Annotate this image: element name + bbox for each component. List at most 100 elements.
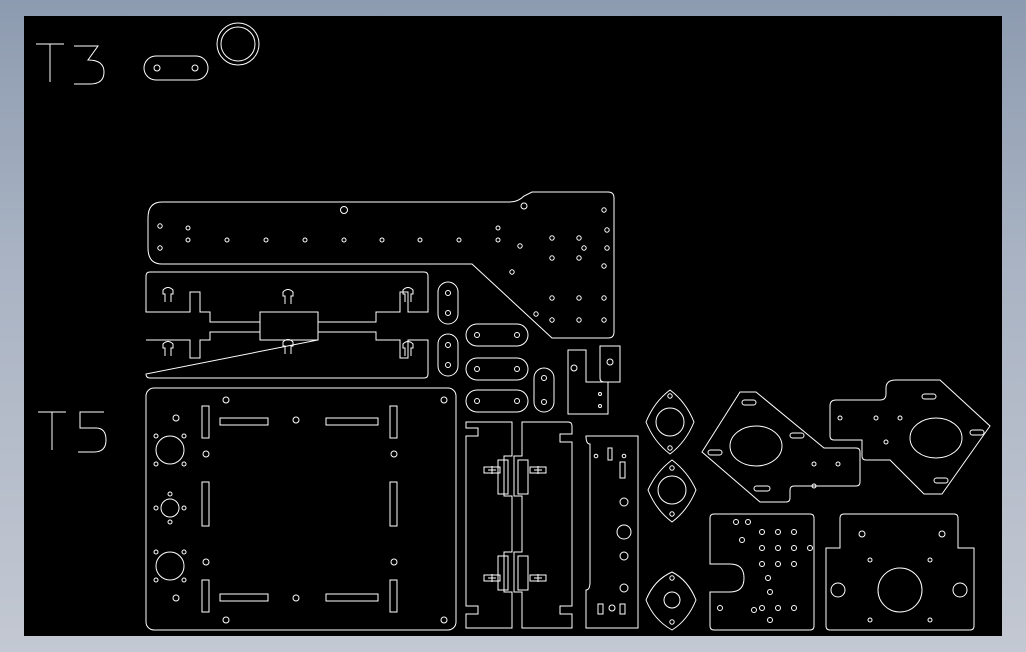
perf-hole xyxy=(791,529,797,535)
base-hole xyxy=(440,616,448,624)
arm-hole xyxy=(576,235,582,241)
base-hole xyxy=(153,549,159,555)
key-slot xyxy=(402,341,414,356)
arm-hole xyxy=(576,255,582,261)
base-hole xyxy=(222,396,230,404)
arm-hole xyxy=(533,311,539,317)
perf-hole xyxy=(767,617,773,623)
perf-hole xyxy=(791,561,797,567)
base-hole xyxy=(390,558,398,566)
arm-hole xyxy=(601,263,607,269)
base-hole xyxy=(390,450,398,458)
base-hole xyxy=(181,577,187,583)
perf-hole xyxy=(745,519,751,525)
base-hole xyxy=(181,549,187,555)
arm-hole xyxy=(379,237,385,243)
perf-hole xyxy=(775,561,781,567)
key-slot xyxy=(282,289,294,304)
small-link-horizontal-3 xyxy=(465,389,529,413)
arm-hole xyxy=(417,237,423,243)
t3-washer-part xyxy=(216,22,260,66)
base-hole xyxy=(181,433,187,439)
cad-drawing-viewport[interactable]: T3 T5 xyxy=(24,16,1002,636)
small-link-vertical-2 xyxy=(437,333,459,377)
base-hole xyxy=(202,450,210,458)
perf-hole xyxy=(775,545,781,551)
slotted-bar-plate-lower xyxy=(145,331,429,379)
frame-pin-slot xyxy=(529,574,547,582)
base-hole xyxy=(181,505,187,511)
base-hole xyxy=(153,433,159,439)
arm-hole xyxy=(581,245,587,251)
arm-hole xyxy=(549,255,555,261)
arm-hole xyxy=(302,237,308,243)
base-hole xyxy=(292,594,300,602)
perf-hole xyxy=(717,605,723,611)
perf-hole xyxy=(759,545,765,551)
key-slot xyxy=(162,287,174,302)
frame-pin-slot xyxy=(483,574,501,582)
flange-diamond-1 xyxy=(645,389,695,455)
base-plate xyxy=(145,387,457,631)
arm-hole xyxy=(549,295,555,301)
small-link-vertical-3 xyxy=(533,367,555,413)
vertical-frame-middle xyxy=(513,421,573,629)
key-slot xyxy=(402,287,414,302)
frame-pins xyxy=(483,466,547,582)
base-hole xyxy=(292,416,300,424)
frame-pin-slot xyxy=(529,466,547,474)
arm-hole xyxy=(604,245,610,251)
base-hole xyxy=(222,616,230,624)
arm-hole xyxy=(601,317,607,323)
motor-plate-angled-1 xyxy=(701,391,861,503)
arm-hole xyxy=(495,225,501,231)
motor-mount-plate xyxy=(825,513,975,631)
perf-hole xyxy=(791,605,797,611)
arm-hole xyxy=(185,225,191,231)
perf-hole xyxy=(807,545,813,551)
arm-hole xyxy=(549,317,555,323)
base-hole xyxy=(153,505,159,511)
vertical-frame-left xyxy=(465,421,513,629)
base-hole xyxy=(167,519,173,525)
frame-pin-slot xyxy=(483,466,501,474)
key-slot xyxy=(282,339,294,354)
small-link-horizontal-1 xyxy=(465,323,529,347)
perforated-plate xyxy=(709,513,815,631)
tab-small xyxy=(599,345,621,383)
label-t3 xyxy=(36,43,105,85)
arm-hole xyxy=(601,295,607,301)
arm-hole xyxy=(549,235,555,241)
small-link-horizontal-2 xyxy=(465,357,529,381)
arm-hole xyxy=(456,237,462,243)
cad-drawing-canvas xyxy=(36,22,991,631)
slotted-bar-plate-upper xyxy=(145,271,429,341)
long-arm-plate xyxy=(147,191,615,339)
arm-hole xyxy=(576,317,582,323)
perf-hole xyxy=(767,589,773,595)
perf-hole xyxy=(775,605,781,611)
arm-hole xyxy=(224,237,230,243)
arm-hole xyxy=(604,227,610,233)
flange-diamond-3 xyxy=(645,571,697,631)
key-slot xyxy=(162,341,174,356)
arm-hole xyxy=(517,243,523,249)
arm-hole xyxy=(495,237,501,243)
perf-hole xyxy=(791,545,797,551)
base-hole xyxy=(172,594,180,602)
arm-hole xyxy=(341,237,347,243)
arm-hole xyxy=(263,237,269,243)
arm-hole xyxy=(576,295,582,301)
key-slots xyxy=(162,287,414,356)
perf-hole xyxy=(759,605,765,611)
label-t5 xyxy=(38,411,107,453)
label-t5-text: T5 xyxy=(24,16,25,17)
perf-hole xyxy=(759,561,765,567)
base-hole xyxy=(153,461,159,467)
perf-hole xyxy=(765,575,771,581)
perf-hole xyxy=(759,529,765,535)
perf-hole xyxy=(775,529,781,535)
motor-plate-angled-2 xyxy=(829,379,991,495)
base-hole xyxy=(172,414,180,422)
base-hole xyxy=(202,558,210,566)
